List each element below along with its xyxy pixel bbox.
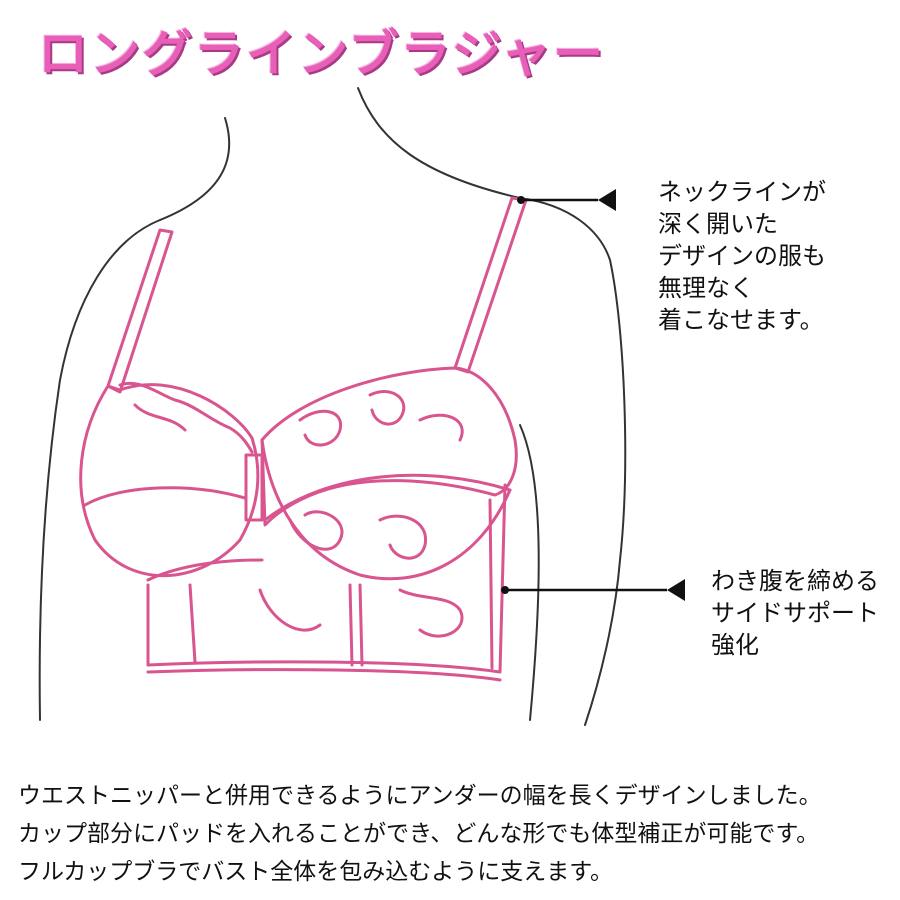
side-support-annotation: わき腹を締める サイドサポート 強化 [711, 565, 879, 661]
bone-left [188, 583, 197, 664]
center-gore [244, 453, 264, 522]
neckline-annotation-line: ネックラインが [658, 178, 826, 206]
side-support-arrowhead [667, 579, 685, 601]
neckline-annotation-line: 無理なく [658, 274, 754, 302]
neck-left [159, 117, 231, 221]
lace-6 [258, 588, 322, 632]
neckline-annotation: ネックラインが 深く開いた デザインの服も 無理なく 着こなせます。 [658, 176, 826, 336]
product-description: ウエストニッパーと併用できるようにアンダーの幅を長くデザインしました。 カップ部… [18, 777, 822, 891]
neckline-pointer [517, 189, 616, 211]
right-cup-underwire [260, 438, 512, 581]
side-support-annotation-line: 強化 [711, 631, 759, 659]
neck-right [357, 87, 521, 199]
bone-center-right [358, 583, 364, 667]
description-line: ウエストニッパーと併用できるようにアンダーの幅を長くデザインしました。 [18, 783, 822, 809]
lace-2 [368, 390, 406, 426]
lace-8 [133, 403, 187, 432]
bra-garment [79, 196, 528, 682]
band-top-left [146, 558, 264, 582]
bone-center-left [348, 583, 354, 667]
side-support-annotation-line: サイドサポート [711, 599, 879, 627]
bone-right [488, 498, 494, 670]
left-cup-lace-edge [118, 381, 254, 454]
description-line: フルカップブラでバスト全体を包み込むように支えます。 [18, 859, 614, 885]
left-cup-seam [83, 486, 247, 507]
page-title: ロングラインブラジャー [38, 25, 605, 83]
lace-4 [288, 510, 344, 551]
left-cup [79, 383, 260, 578]
left-shoulder-arm [38, 219, 161, 721]
side-support-annotation-line: わき腹を締める [711, 567, 879, 595]
neckline-arrowhead [598, 189, 616, 211]
band-bottom [146, 668, 502, 682]
band-outline [146, 483, 507, 674]
left-strap [106, 228, 174, 394]
neckline-annotation-line: 着こなせます。 [658, 306, 824, 334]
neckline-annotation-line: 深く開いた [658, 210, 778, 238]
right-cup-lower-seam [263, 473, 512, 522]
body-outline [38, 87, 627, 726]
neckline-annotation-line: デザインの服も [658, 242, 826, 270]
right-shoulder [519, 197, 627, 561]
lace-1 [298, 409, 343, 447]
right-torso [519, 424, 540, 721]
right-arm-lower [584, 559, 621, 726]
lace-5 [378, 514, 427, 560]
right-strap [453, 196, 528, 374]
lace-3 [418, 413, 464, 442]
lace-7 [398, 588, 464, 638]
side-support-pointer [501, 579, 685, 601]
description-line: カップ部分にパッドを入れることができ、どんな形でも体型補正が可能です。 [18, 821, 820, 847]
